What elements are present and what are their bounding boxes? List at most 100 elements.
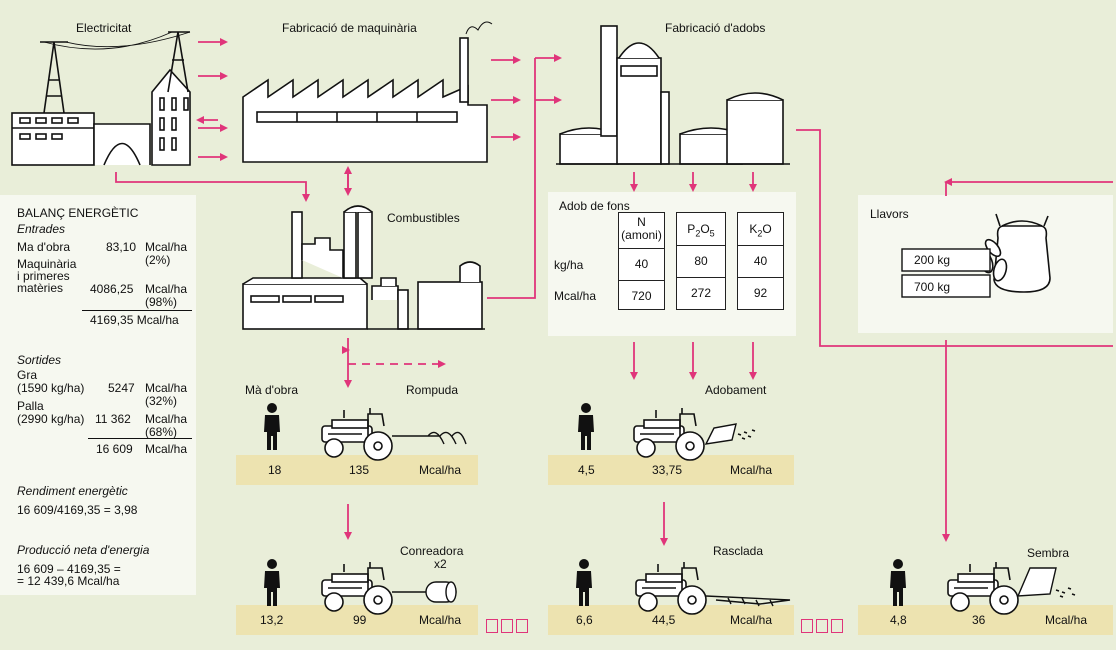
total-sortides-rule xyxy=(88,438,192,439)
maquinaria-label-2: i primeres xyxy=(17,269,70,283)
produccio-line1: 16 609 – 4169,35 = xyxy=(17,562,121,576)
label-combustibles: Combustibles xyxy=(387,211,460,225)
tractor-adobament-icon xyxy=(633,407,756,461)
palla-label: Palla xyxy=(17,399,44,413)
conreadora-unit: Mcal/ha xyxy=(419,613,462,627)
ma-obra-value: 83,10 xyxy=(106,240,137,254)
adob-p-head: P2O5 xyxy=(677,213,725,246)
fertilizer-factory-icon xyxy=(556,25,790,165)
conreadora-ma-value: 13,2 xyxy=(260,613,284,627)
adob-n-mcal: 720 xyxy=(631,289,652,303)
llavors-value-700: 700 kg xyxy=(914,280,951,294)
adob-n-head-sub: (amoni) xyxy=(621,228,662,242)
adob-p-column: P2O5 80 272 xyxy=(676,212,726,310)
adobament-band: 4,5 33,75 Mcal/ha xyxy=(548,455,794,485)
adobament-ma-value: 4,5 xyxy=(578,463,595,477)
ma-obra-label: Ma d'obra xyxy=(17,240,70,254)
rasclada-ma-value: 6,6 xyxy=(576,613,593,627)
label-rasclada: Rasclada xyxy=(713,544,764,558)
continuation-box xyxy=(801,619,813,633)
conreadora-mcal-value: 99 xyxy=(353,613,367,627)
rasclada-mcal-value: 44,5 xyxy=(652,613,676,627)
label-adobament: Adobament xyxy=(705,383,767,397)
machinery-factory-icon xyxy=(242,21,493,163)
balanc-title: BALANÇ ENERGÈTIC xyxy=(17,206,139,220)
tractor-sembra-icon xyxy=(947,561,1076,615)
total-sortides-unit: Mcal/ha xyxy=(145,442,188,456)
gra-label: Gra xyxy=(17,368,38,382)
total-entrades: 4169,35 Mcal/ha xyxy=(90,313,179,327)
ma-obra-pct: (2%) xyxy=(145,253,171,267)
sembra-band: 4,8 36 Mcal/ha xyxy=(858,605,1113,635)
rompuda-mcal-value: 135 xyxy=(349,463,370,477)
maquinaria-label-3: matèries xyxy=(17,281,64,295)
rompuda-ma-value: 18 xyxy=(268,463,282,477)
label-electricitat: Electricitat xyxy=(76,21,132,35)
adob-n-kg: 40 xyxy=(619,249,664,281)
rendiment-title: Rendiment energètic xyxy=(17,484,128,498)
sembra-mcal-value: 36 xyxy=(972,613,986,627)
label-rompuda: Rompuda xyxy=(406,383,459,397)
rasclada-band: 6,6 44,5 Mcal/ha xyxy=(548,605,794,635)
rompuda-unit: Mcal/ha xyxy=(419,463,462,477)
gra-kg: (1590 kg/ha) xyxy=(17,381,85,395)
adob-n-column: N (amoni) 40 720 xyxy=(618,212,665,310)
palla-kg: (2990 kg/ha) xyxy=(17,412,85,426)
total-entrades-rule xyxy=(82,310,192,311)
produccio-title: Producció neta d'energia xyxy=(17,543,150,557)
rendiment-formula: 16 609/4169,35 = 3,98 xyxy=(17,503,138,517)
sembra-unit: Mcal/ha xyxy=(1045,613,1088,627)
rompuda-band: 18 135 Mcal/ha xyxy=(236,455,478,485)
label-ma-obra: Mà d'obra xyxy=(245,383,298,397)
conreadora-band: 13,2 99 Mcal/ha xyxy=(236,605,478,635)
palla-pct: (68%) xyxy=(145,425,178,439)
adob-k-head: K2O xyxy=(738,213,783,246)
tractor-conreadora-icon xyxy=(321,561,457,615)
palla-value: 11 362 xyxy=(95,412,131,426)
continuation-box xyxy=(816,619,828,633)
adob-title: Adob de fons xyxy=(559,199,630,213)
adob-p-kg: 80 xyxy=(677,246,725,278)
gra-value: 5247 xyxy=(108,381,135,395)
continuation-box xyxy=(501,619,513,633)
label-fabricacio-adobs: Fabricació d'adobs xyxy=(665,21,766,35)
llavors-value-200: 200 kg xyxy=(914,253,951,267)
adobament-unit: Mcal/ha xyxy=(730,463,773,477)
continuation-box xyxy=(831,619,843,633)
adob-k-kg: 40 xyxy=(738,246,783,278)
adob-k-mcal: 92 xyxy=(753,286,768,300)
tractor-rasclada-icon xyxy=(635,561,791,615)
power-station-icon xyxy=(11,31,191,166)
maquinaria-value: 4086,25 xyxy=(90,282,134,296)
label-fabricacio-maquinaria: Fabricació de maquinària xyxy=(282,21,417,35)
adob-row-mcal: Mcal/ha xyxy=(554,289,597,303)
tractor-rompuda-icon xyxy=(321,407,467,461)
label-sembra: Sembra xyxy=(1027,546,1070,560)
label-conreadora: Conreadora xyxy=(400,544,464,558)
ma-obra-unit: Mcal/ha xyxy=(145,240,188,254)
label-conreadora-x2: x2 xyxy=(434,557,447,571)
sembra-ma-value: 4,8 xyxy=(890,613,907,627)
adob-row-kg: kg/ha xyxy=(554,258,584,272)
refinery-icon xyxy=(242,205,485,330)
maquinaria-label-1: Maquinària xyxy=(17,257,77,271)
total-sortides: 16 609 xyxy=(96,442,133,456)
gra-unit: Mcal/ha xyxy=(145,381,188,395)
adob-k-column: K2O 40 92 xyxy=(737,212,784,310)
adob-p-mcal: 272 xyxy=(690,286,712,300)
produccio-line2: = 12 439,6 Mcal/ha xyxy=(17,574,120,588)
balanc-entrades: Entrades xyxy=(17,222,66,236)
rasclada-unit: Mcal/ha xyxy=(730,613,773,627)
adobament-mcal-value: 33,75 xyxy=(652,463,683,477)
adob-n-head: N xyxy=(637,215,646,229)
maquinaria-unit: Mcal/ha xyxy=(145,282,188,296)
balanc-sortides: Sortides xyxy=(17,353,62,367)
maquinaria-pct: (98%) xyxy=(145,295,178,309)
continuation-box xyxy=(486,619,498,633)
gra-pct: (32%) xyxy=(145,394,178,408)
balance-panel xyxy=(0,195,196,595)
label-llavors: Llavors xyxy=(870,207,909,221)
continuation-box xyxy=(516,619,528,633)
palla-unit: Mcal/ha xyxy=(145,412,188,426)
